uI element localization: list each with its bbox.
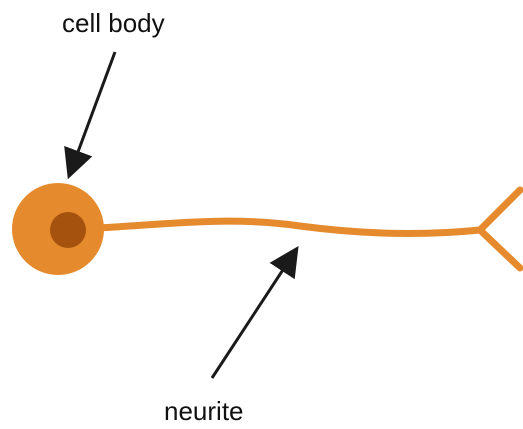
neurite-branch-upper [480, 190, 520, 230]
neurite-arrow [212, 256, 292, 378]
cell-body-arrow [72, 52, 115, 168]
neurite-branch-lower [480, 230, 520, 268]
nucleus [50, 212, 86, 248]
neurite-line [98, 221, 480, 233]
